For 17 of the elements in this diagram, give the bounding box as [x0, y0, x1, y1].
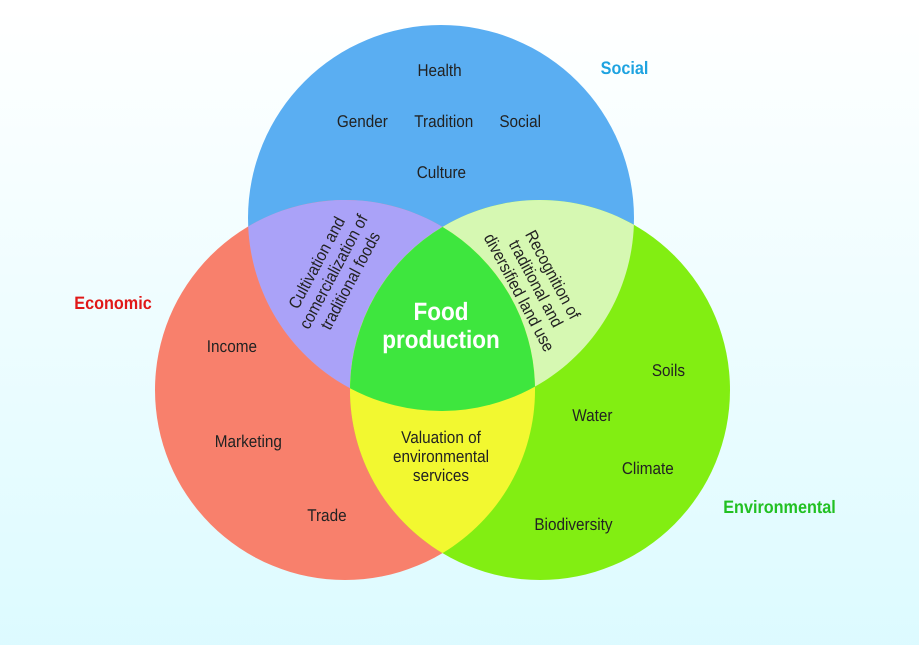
item-label: Marketing	[214, 432, 282, 450]
item-label: Soils	[651, 360, 685, 380]
item-label: Gender	[336, 112, 388, 130]
region-label: Valuation of environmental services	[392, 428, 490, 484]
item-label: Health	[418, 60, 462, 80]
item-label: Culture	[416, 162, 466, 182]
item-label: Biodiversity	[534, 514, 612, 534]
item-label: Water	[572, 406, 612, 424]
item-label: Trade	[307, 506, 347, 524]
set-title: Social	[601, 58, 649, 78]
center-label: Food production	[381, 298, 501, 354]
set-title: Environmental	[724, 497, 836, 517]
item-label: Climate	[622, 458, 674, 478]
item-label: Tradition	[414, 112, 474, 130]
item-label: Income	[206, 336, 258, 356]
set-title: Economic	[74, 293, 152, 313]
item-label: Social	[499, 112, 541, 130]
